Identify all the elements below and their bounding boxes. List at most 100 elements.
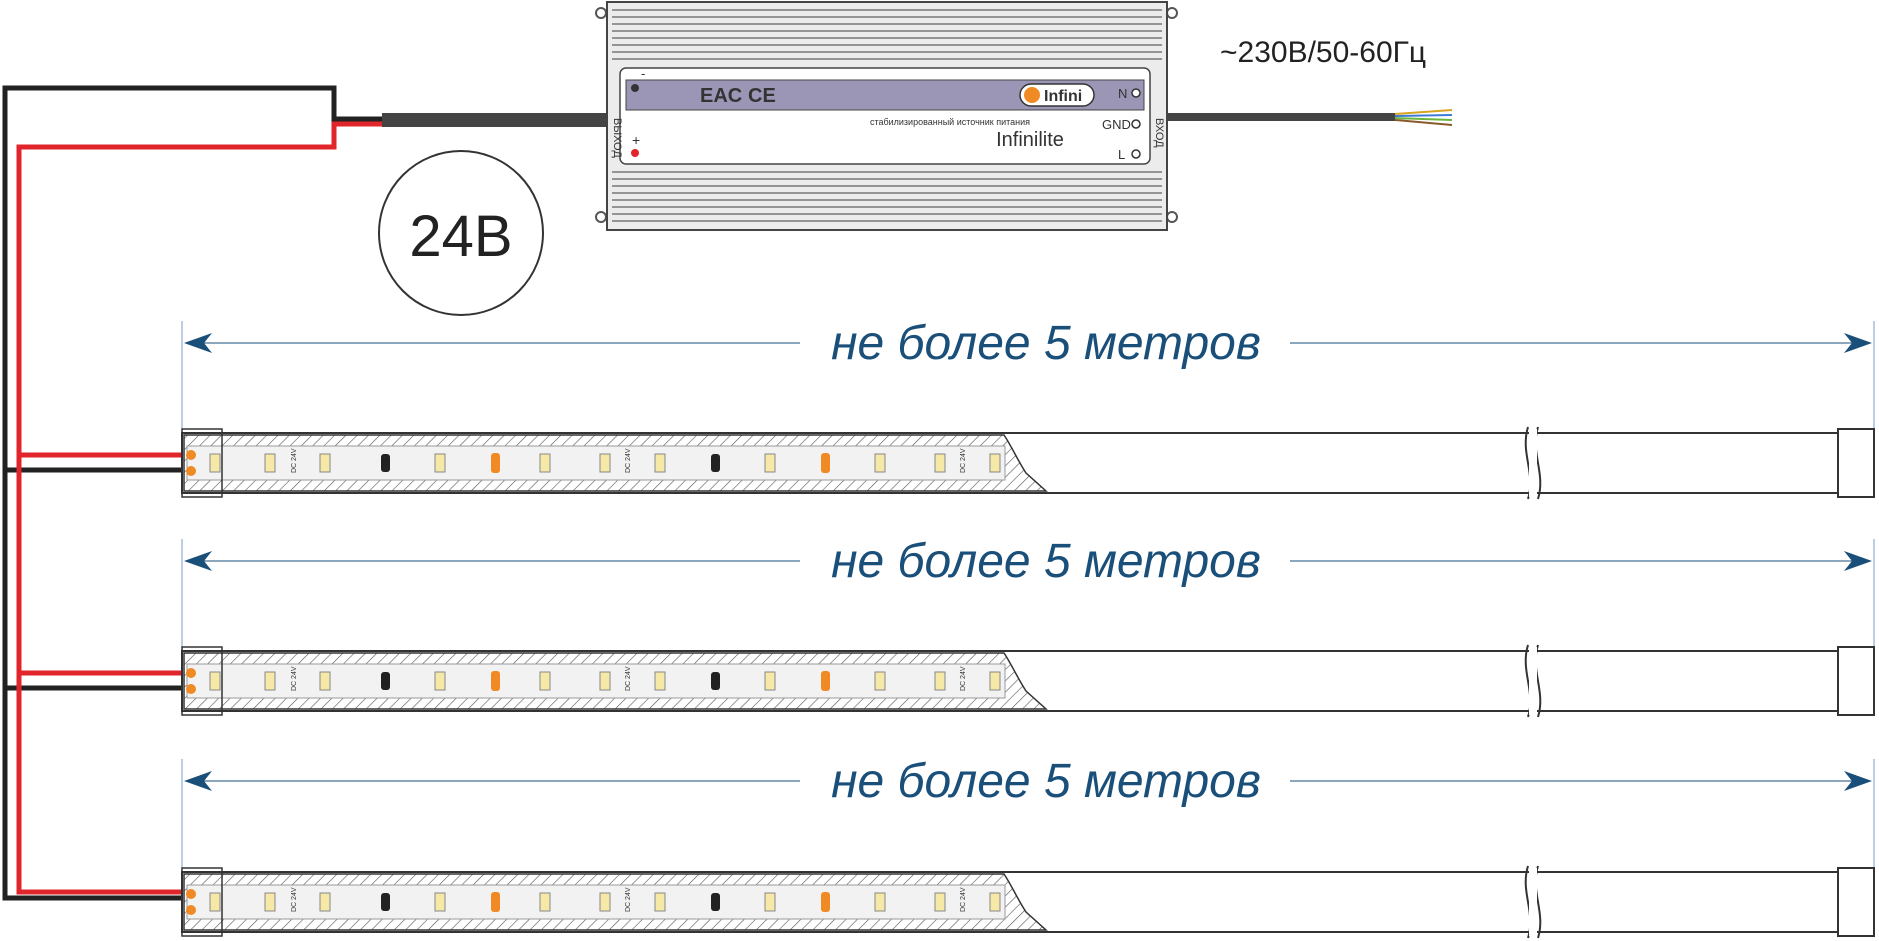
solder-pad-plus — [186, 450, 196, 460]
resistor-icon — [491, 671, 500, 691]
led-chip-icon — [264, 892, 276, 912]
led-chip-icon — [654, 671, 666, 691]
length-label: не более 5 метров — [831, 317, 1261, 370]
strip-voltage-label: DC 24V — [291, 448, 298, 473]
strip-voltage-label: DC 24V — [960, 448, 967, 473]
led-chip-icon — [934, 453, 946, 473]
resistor-icon — [381, 454, 390, 472]
mains-cable: ~230В/50-60Гц — [1167, 36, 1453, 126]
led-chip-icon — [764, 671, 776, 691]
resistor-icon — [381, 893, 390, 911]
led-chip-icon — [319, 671, 331, 691]
terminal-n-icon — [1131, 88, 1141, 98]
logo-text: Infini — [1044, 88, 1082, 105]
strip-segment-2: не более 5 метров DC 24V DC 24V DC 24V — [181, 535, 1875, 718]
strip-segment-1: не более 5 метров DC 24V DC 24V DC 24V — [181, 317, 1875, 500]
led-chip-icon — [764, 453, 776, 473]
solder-pad-minus — [186, 466, 196, 476]
resistor-icon — [711, 454, 720, 472]
length-label: не более 5 метров — [831, 535, 1261, 588]
strip-segment-3: не более 5 метров DC 24V DC 24V DC 24V — [181, 755, 1875, 939]
supply-voltage-label: ~230В/50-60Гц — [1220, 36, 1426, 69]
led-chip-icon — [599, 892, 611, 912]
resistor-icon — [821, 671, 830, 691]
led-chip-icon — [539, 453, 551, 473]
led-chip-icon — [764, 892, 776, 912]
resistor-icon — [491, 892, 500, 912]
led-chip-icon — [209, 892, 221, 912]
strip-voltage-label: DC 24V — [625, 887, 632, 912]
output-label: ВЫХОД — [611, 118, 623, 158]
strip-voltage-label: DC 24V — [291, 887, 298, 912]
output-plus-label: + — [632, 132, 640, 148]
terminal-l-label: L — [1118, 147, 1125, 162]
terminal-l-icon — [1131, 149, 1141, 159]
solder-pad-minus — [186, 684, 196, 694]
solder-pad-plus — [186, 668, 196, 678]
input-label: ВХОД — [1153, 118, 1165, 148]
solder-pad-plus — [186, 889, 196, 899]
led-strip: DC 24V DC 24V DC 24V — [181, 426, 1875, 500]
strip-voltage-label: DC 24V — [291, 666, 298, 691]
led-chip-icon — [599, 671, 611, 691]
output-minus-terminal — [631, 84, 639, 92]
ce-mark: CE — [748, 85, 776, 107]
led-chip-icon — [539, 892, 551, 912]
led-chip-icon — [934, 892, 946, 912]
resistor-icon — [711, 672, 720, 690]
psu-subtitle: стабилизированный источник питания — [870, 117, 1030, 127]
led-chip-icon — [319, 892, 331, 912]
power-supply: EAC CE Infini Infinilite стабилизированн… — [595, 1, 1178, 231]
output-plus-terminal — [631, 149, 639, 157]
led-strip: DC 24V DC 24V DC 24V — [181, 865, 1875, 939]
led-chip-icon — [989, 892, 1001, 912]
led-chip-icon — [874, 671, 886, 691]
solder-pad-minus — [186, 905, 196, 915]
led-chip-icon — [434, 671, 446, 691]
psu-brand: Infinilite — [996, 129, 1064, 151]
led-chip-icon — [539, 671, 551, 691]
resistor-icon — [711, 893, 720, 911]
length-dimension: не более 5 метров — [181, 535, 1875, 657]
led-chip-icon — [934, 671, 946, 691]
led-chip-icon — [434, 892, 446, 912]
led-chip-icon — [434, 453, 446, 473]
negative-bus-wire — [2, 85, 382, 901]
length-label: не более 5 метров — [831, 755, 1261, 808]
led-chip-icon — [209, 671, 221, 691]
strip-voltage-label: DC 24V — [960, 887, 967, 912]
led-chip-icon — [989, 671, 1001, 691]
led-strip: DC 24V DC 24V DC 24V — [181, 644, 1875, 718]
strip-voltage-label: DC 24V — [625, 666, 632, 691]
led-chip-icon — [874, 453, 886, 473]
length-dimension: не более 5 метров — [181, 755, 1875, 878]
output-wiring: 24В — [2, 85, 607, 901]
led-chip-icon — [209, 453, 221, 473]
output-cable — [382, 113, 607, 127]
resistor-icon — [491, 453, 500, 473]
led-chip-icon — [319, 453, 331, 473]
voltage-circle — [378, 150, 544, 316]
output-voltage-label: 24В — [409, 204, 512, 269]
resistor-icon — [821, 453, 830, 473]
resistor-icon — [381, 672, 390, 690]
terminal-gnd-label: GND — [1102, 117, 1131, 132]
led-chip-icon — [989, 453, 1001, 473]
terminal-gnd-icon — [1131, 119, 1141, 129]
eac-mark: EAC — [700, 85, 742, 107]
brand-logo: Infini — [1019, 83, 1095, 107]
output-minus-label: - — [641, 66, 645, 81]
led-chip-icon — [654, 453, 666, 473]
strip-voltage-label: DC 24V — [625, 448, 632, 473]
led-chip-icon — [264, 671, 276, 691]
led-chip-icon — [599, 453, 611, 473]
terminal-n-label: N — [1118, 86, 1127, 101]
led-chip-icon — [874, 892, 886, 912]
strip-voltage-label: DC 24V — [960, 666, 967, 691]
led-chip-icon — [654, 892, 666, 912]
length-dimension: не более 5 метров — [181, 317, 1875, 439]
positive-bus-wire — [16, 121, 382, 895]
resistor-icon — [821, 892, 830, 912]
led-chip-icon — [264, 453, 276, 473]
